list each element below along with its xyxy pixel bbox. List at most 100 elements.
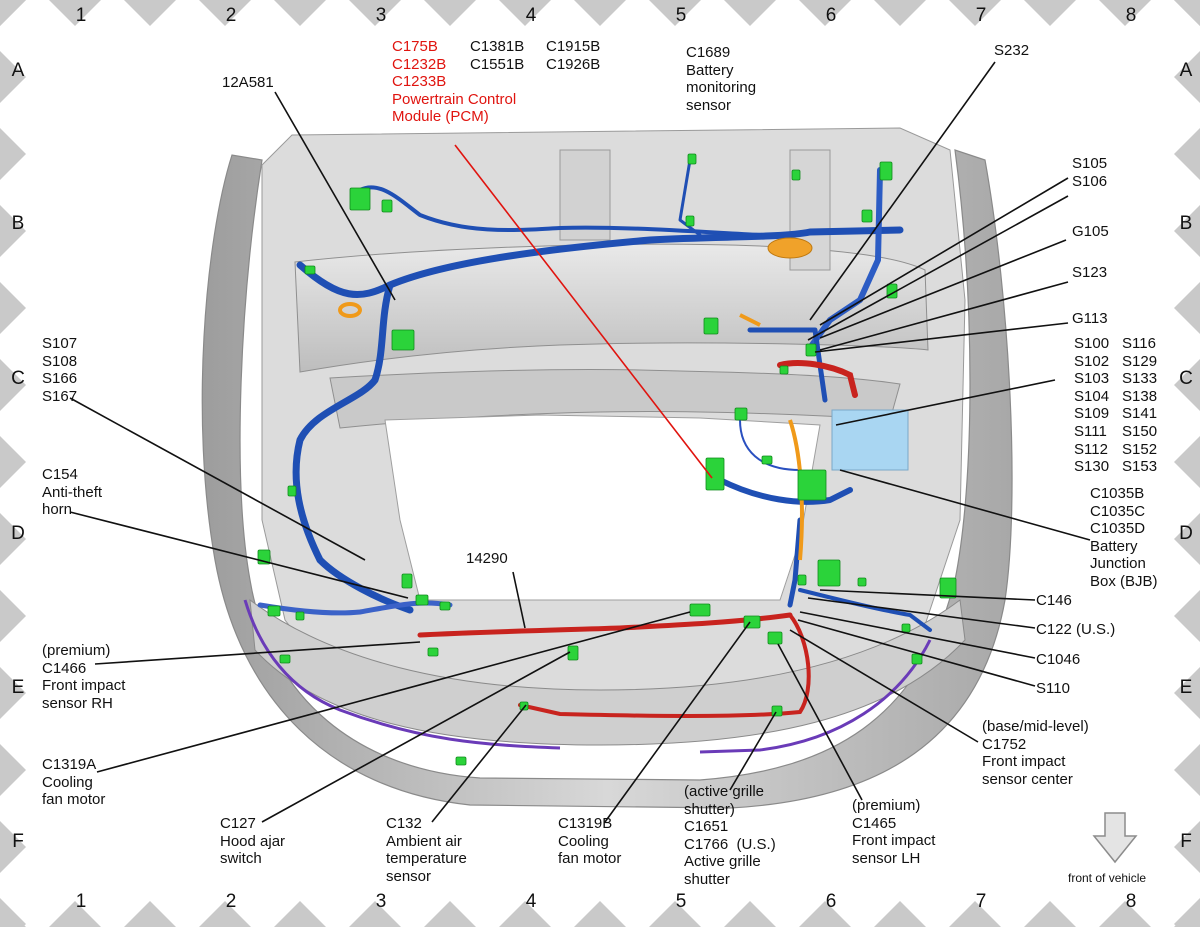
grid-column-bottom: 3 <box>375 891 387 912</box>
border-tooth <box>1174 205 1200 257</box>
leader-line <box>604 621 751 823</box>
label-line: S103 <box>1074 370 1110 388</box>
label-line: (base/mid-level) <box>982 718 1089 735</box>
grid-row-left: C <box>11 368 25 389</box>
label-line: Front impact <box>982 753 1066 771</box>
grid-row-right: A <box>1179 60 1193 81</box>
label-line: S133 <box>1122 370 1158 388</box>
label-line: Ambient air <box>386 832 462 850</box>
label-line: C132 <box>386 815 422 832</box>
grid-column-top: 7 <box>975 5 987 26</box>
connector-green <box>279 654 291 664</box>
label-line: S129 <box>1122 352 1158 370</box>
grid-row-right: C <box>1179 368 1193 389</box>
connector-green <box>687 153 697 165</box>
label-line: C1381B <box>470 38 525 55</box>
label-pcm-line: Module (PCM) <box>392 108 489 126</box>
label-line: Hood ajar <box>220 832 286 850</box>
border-tooth <box>0 667 26 719</box>
connector-green <box>415 594 429 606</box>
grid-column-top: 1 <box>75 5 87 26</box>
label-c122: C122 (U.S.) <box>1036 621 1116 638</box>
border-tooth <box>1024 0 1076 26</box>
label-line: S104 <box>1074 387 1110 405</box>
border-tooth <box>1174 359 1200 411</box>
grid-column-bottom: 6 <box>825 891 837 912</box>
border-tooth <box>1174 667 1200 719</box>
border-tooth <box>1174 0 1200 26</box>
border-tooth <box>0 0 26 26</box>
border-tooth <box>1174 821 1200 873</box>
label-line: C1035D <box>1090 520 1146 538</box>
label-g113: G113 <box>1072 310 1108 327</box>
label-12a581: 12A581 <box>222 74 274 91</box>
leader-line <box>729 711 777 791</box>
border-tooth <box>574 0 626 26</box>
grid-row-right: B <box>1179 213 1193 234</box>
border-tooth <box>1174 436 1200 488</box>
connector-green <box>381 199 393 213</box>
label-line: Battery <box>686 61 734 79</box>
label-line: (premium) <box>42 642 111 659</box>
center-brace <box>559 149 611 241</box>
label-line: S150 <box>1122 422 1158 440</box>
label-line: C1465 <box>852 814 897 832</box>
leader-line <box>819 589 1036 601</box>
border-tooth <box>0 359 26 411</box>
label-line: C1466 <box>42 659 87 677</box>
grid-column-top: 8 <box>1125 5 1137 26</box>
border-tooth <box>124 901 176 927</box>
border-tooth <box>1024 901 1076 927</box>
label-pcm-line: C1232B <box>392 55 447 73</box>
lower-bumper-beam <box>249 598 966 746</box>
label-s110: S110 <box>1036 680 1070 697</box>
label-line: S166 <box>42 370 78 388</box>
leader-line <box>819 281 1069 351</box>
connector-green <box>861 209 873 223</box>
border-tooth <box>1174 590 1200 642</box>
border-tooth <box>0 436 26 488</box>
border-tooth <box>274 901 326 927</box>
connector-green <box>703 317 719 335</box>
border-tooth <box>49 0 101 26</box>
grid-column-top: 5 <box>675 5 687 26</box>
border-tooth <box>1174 898 1200 932</box>
label-line: shutter) <box>684 800 735 818</box>
engine-bay-opening <box>384 414 821 601</box>
label-line: sensor <box>386 867 432 885</box>
label-line: S106 <box>1072 172 1108 190</box>
grid-row-right: D <box>1179 523 1193 544</box>
front-of-vehicle-label: front of vehicle <box>1068 871 1147 885</box>
connector-green <box>455 756 467 766</box>
leader-line <box>819 239 1067 339</box>
connector-green <box>911 653 923 665</box>
border-tooth <box>0 282 26 334</box>
border-tooth <box>874 901 926 927</box>
border-tooth <box>349 0 401 26</box>
label-14290: 14290 <box>466 550 508 567</box>
battery-junction-box <box>831 409 909 471</box>
border-tooth <box>499 0 551 26</box>
border-tooth <box>0 513 26 565</box>
grid-row-right: E <box>1179 677 1193 698</box>
label-line: S108 <box>42 352 78 370</box>
label-line: (active grille <box>684 783 765 800</box>
leader-line <box>274 91 396 301</box>
label-line: Cooling <box>42 773 93 791</box>
label-line: S112 <box>1074 440 1108 458</box>
leader-line <box>69 511 409 599</box>
border-tooth <box>199 901 251 927</box>
border-tooth <box>649 0 701 26</box>
connector-green <box>685 215 695 227</box>
label-line: C1651 <box>684 818 729 836</box>
label-line: S111 <box>1074 422 1107 440</box>
connector-green <box>705 457 725 491</box>
